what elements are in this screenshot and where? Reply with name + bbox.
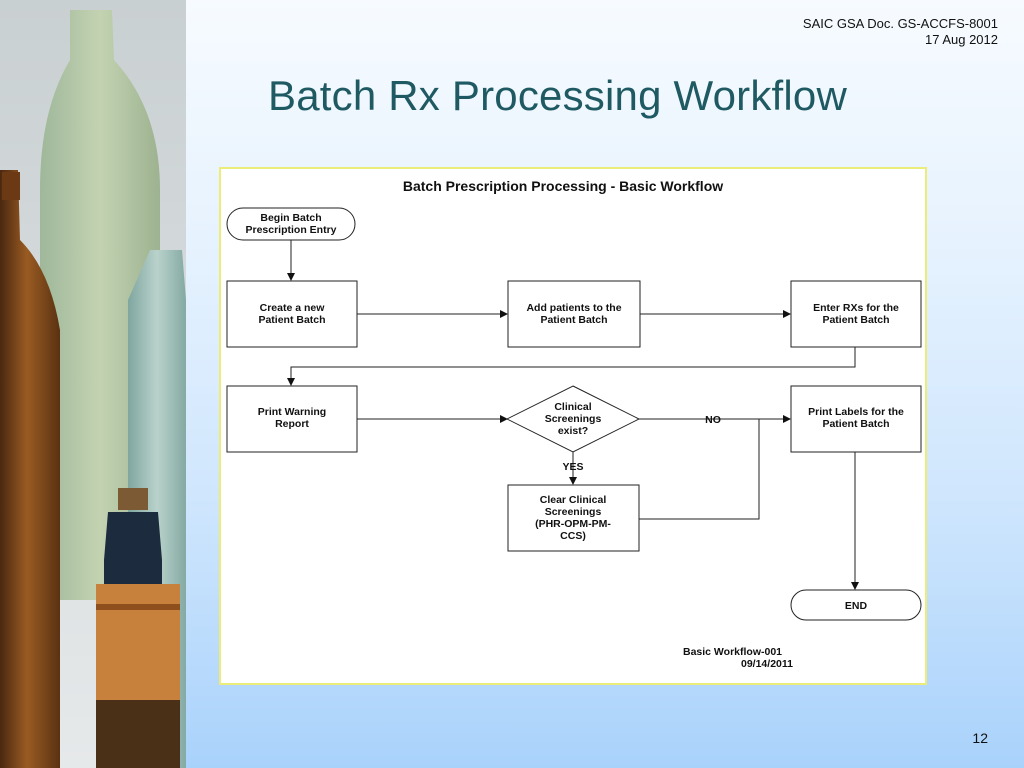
svg-text:Patient Batch: Patient Batch <box>822 418 889 430</box>
svg-text:Print Labels for the: Print Labels for the <box>808 406 904 418</box>
document-reference: SAIC GSA Doc. GS-ACCFS-8001 17 Aug 2012 <box>803 16 998 48</box>
flow-connectors <box>287 240 859 590</box>
svg-text:Screenings: Screenings <box>545 506 602 518</box>
doc-id: SAIC GSA Doc. GS-ACCFS-8001 <box>802 16 998 31</box>
clear-screenings-node: Clear Clinical Screenings (PHR-OPM-PM- C… <box>507 484 640 552</box>
svg-text:Screenings: Screenings <box>545 413 602 425</box>
svg-text:Patient Batch: Patient Batch <box>540 314 607 326</box>
end-node: END <box>790 589 922 621</box>
clinical-screenings-decision: Clinical Screenings exist? <box>505 385 641 453</box>
print-labels-node: Print Labels for the Patient Batch <box>790 385 922 453</box>
no-label: NO <box>705 414 721 426</box>
svg-text:Patient Batch: Patient Batch <box>258 314 325 326</box>
slide-number: 12 <box>972 730 988 746</box>
svg-text:END: END <box>845 600 868 612</box>
create-batch-node: Create a new Patient Batch <box>226 280 358 348</box>
svg-text:Patient Batch: Patient Batch <box>822 314 889 326</box>
diagram-footer-date: 09/14/2011 <box>741 658 793 670</box>
svg-text:Clinical: Clinical <box>554 401 591 413</box>
yes-label: YES <box>562 461 583 473</box>
svg-text:Enter RXs for the: Enter RXs for the <box>813 302 899 314</box>
doc-date: 17 Aug 2012 <box>924 32 998 47</box>
svg-text:Create a new: Create a new <box>260 302 326 314</box>
svg-text:Add patients to the: Add patients to the <box>526 302 621 314</box>
diagram-footer-ref: Basic Workflow-001 <box>683 646 782 658</box>
svg-text:CCS): CCS) <box>560 530 586 542</box>
slide-title: Batch Rx Processing Workflow <box>268 72 848 119</box>
svg-text:exist?: exist? <box>558 425 588 437</box>
print-warning-node: Print Warning Report <box>226 385 358 453</box>
svg-text:Begin Batch: Begin Batch <box>260 212 321 224</box>
workflow-diagram: Batch Prescription Processing - Basic Wo… <box>219 167 927 685</box>
enter-rxs-node: Enter RXs for the Patient Batch <box>790 280 922 348</box>
add-patients-node: Add patients to the Patient Batch <box>507 280 641 348</box>
svg-text:Print Warning: Print Warning <box>258 406 326 418</box>
svg-text:(PHR-OPM-PM-: (PHR-OPM-PM- <box>535 518 611 530</box>
diagram-title: Batch Prescription Processing - Basic Wo… <box>403 178 723 194</box>
medicine-bottles-photo <box>0 0 186 768</box>
svg-text:Prescription Entry: Prescription Entry <box>245 224 336 236</box>
svg-text:Clear Clinical: Clear Clinical <box>540 494 607 506</box>
begin-batch-node: Begin Batch Prescription Entry <box>226 207 356 241</box>
svg-text:Report: Report <box>275 418 309 430</box>
